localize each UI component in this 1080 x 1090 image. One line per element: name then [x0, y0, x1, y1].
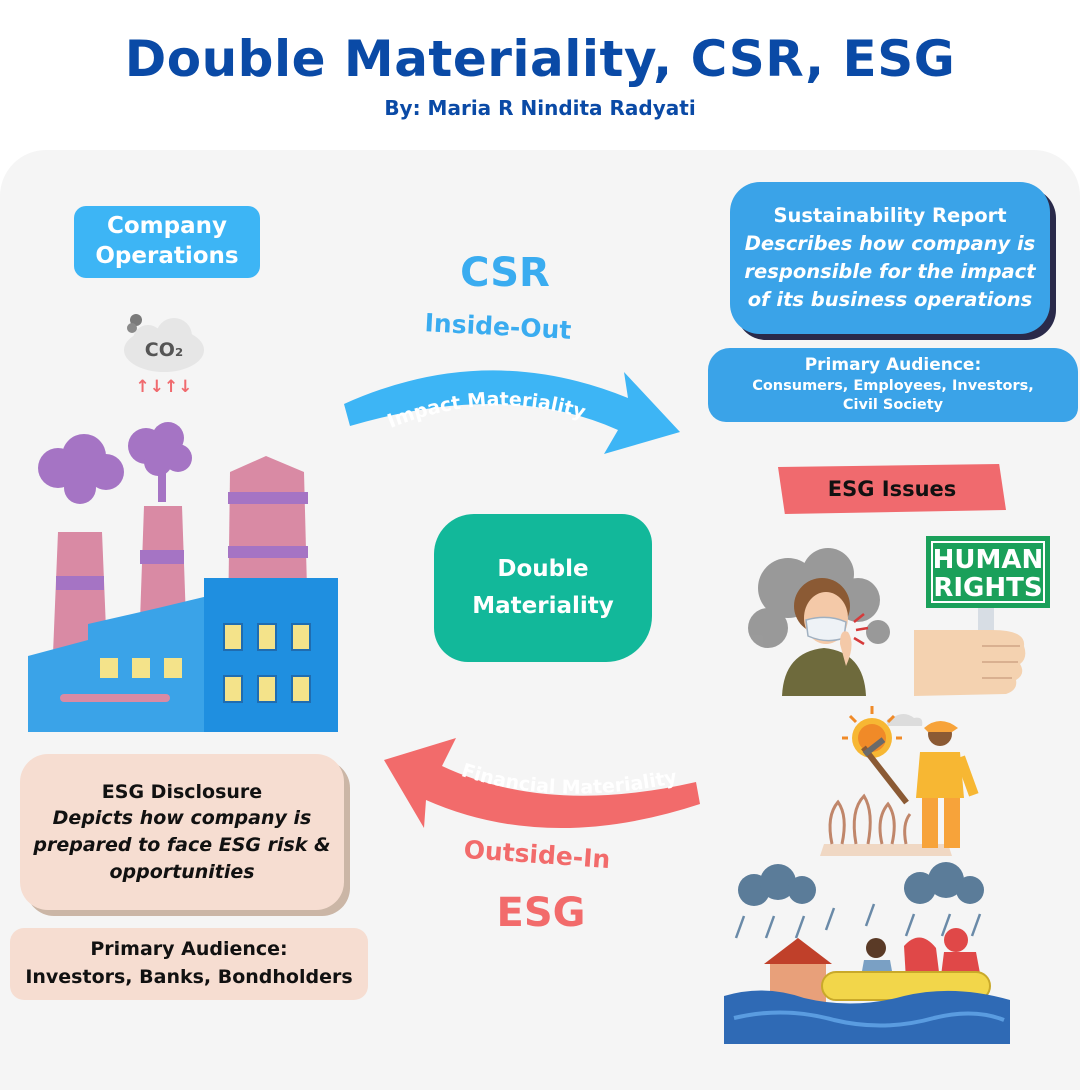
double-materiality-box: Double Materiality [434, 514, 652, 662]
financial-materiality-arrow: Financial Materiality [384, 738, 700, 829]
csr-audience-title: Primary Audience: [804, 354, 982, 375]
impact-materiality-arrow: Impact Materiality [344, 370, 680, 454]
sustainability-report-box: Sustainability Report Describes how comp… [730, 182, 1050, 334]
author-byline: By: Maria R Nindita Radyati [384, 96, 696, 120]
company-operations-label: Company Operations [74, 206, 260, 278]
human-rights-sign-icon: HUMAN RIGHTS [914, 536, 1050, 696]
co2-cloud-icon: CO₂ ↑↓↑↓ [124, 314, 204, 397]
esg-primary-audience: Primary Audience: Investors, Banks, Bond… [10, 928, 368, 1000]
sustainability-report-title: Sustainability Report [773, 203, 1007, 227]
human-rights-line2: RIGHTS [933, 573, 1042, 603]
csr-audience-line2: Civil Society [842, 397, 944, 414]
air-pollution-person-icon [748, 548, 890, 696]
human-rights-line1: HUMAN [933, 545, 1044, 575]
double-materiality-line2: Materiality [472, 593, 614, 619]
csr-primary-audience: Primary Audience: Consumers, Employees, … [708, 348, 1078, 422]
esg-disclosure-title: ESG Disclosure [101, 780, 263, 803]
page-title: Double Materiality, CSR, ESG [124, 30, 956, 88]
factory-icon [28, 422, 338, 732]
esg-audience-title: Primary Audience: [90, 938, 288, 961]
co2-label: CO₂ [145, 339, 183, 361]
esg-heading: ESG [496, 890, 586, 936]
csr-heading: CSR [460, 250, 550, 296]
double-materiality-line1: Double [497, 556, 589, 583]
drought-farmer-icon [820, 706, 979, 856]
esg-audience-list: Investors, Banks, Bondholders [25, 966, 353, 988]
sustainability-report-description: Describes how company is responsible for… [744, 231, 1036, 312]
co2-arrows: ↑↓↑↓ [136, 377, 193, 397]
esg-disclosure-description: Depicts how company is prepared to face … [33, 807, 331, 883]
csr-audience-line1: Consumers, Employees, Investors, [752, 377, 1034, 394]
company-operations-line1: Company [106, 213, 227, 240]
esg-disclosure-box: ESG Disclosure Depicts how company is pr… [20, 754, 344, 910]
flood-rescue-icon [724, 862, 1010, 1044]
company-operations-line2: Operations [95, 243, 239, 269]
esg-issues-label: ESG Issues [778, 464, 1006, 514]
